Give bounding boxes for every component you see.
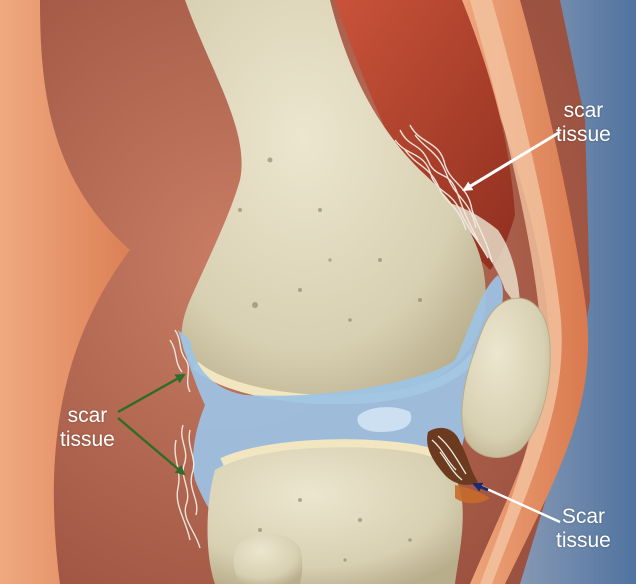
label-line1: scar xyxy=(556,99,611,123)
fibula-head xyxy=(234,534,302,584)
label-line1: scar xyxy=(60,404,115,428)
label-line2: tissue xyxy=(60,428,115,452)
label-line1: Scar xyxy=(556,505,611,529)
label-line2: tissue xyxy=(556,123,611,147)
label-scar-tissue-bottom-right: Scar tissue xyxy=(556,505,611,553)
label-scar-tissue-left: scar tissue xyxy=(60,404,115,452)
label-scar-tissue-top-right: scar tissue xyxy=(556,99,611,147)
label-line2: tissue xyxy=(556,529,611,553)
